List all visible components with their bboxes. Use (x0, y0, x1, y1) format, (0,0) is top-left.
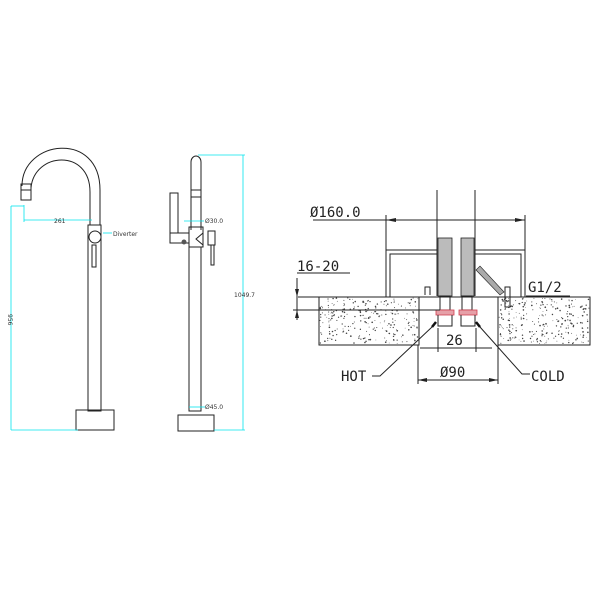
total-height-label: 1049.7 (234, 292, 255, 299)
front-view: 261 Diverter 956 (6, 147, 138, 431)
pipe-spacing-label: 26 (446, 333, 463, 349)
hot-label: HOT (341, 369, 367, 385)
floor-thickness-label: 16-20 (297, 259, 339, 275)
diverter-label: Diverter (113, 231, 138, 238)
side-view: Ø30.0 1049.7 Ø45.0 (169, 154, 255, 432)
spout-reach-label: 261 (54, 218, 66, 225)
hole-diameter-label: Ø90 (440, 365, 465, 381)
spout-diameter-label: Ø30.0 (205, 218, 223, 225)
cold-label: COLD (531, 369, 565, 385)
flange-diameter-label: Ø160.0 (310, 205, 361, 221)
front-height-label: 956 (6, 314, 13, 326)
stem-diameter-label: Ø45.0 (205, 404, 223, 411)
installation-detail: Ø160.0 16-20 G1/2 26 Ø90 HOT COLD (293, 190, 591, 385)
thread-label: G1/2 (528, 280, 562, 296)
